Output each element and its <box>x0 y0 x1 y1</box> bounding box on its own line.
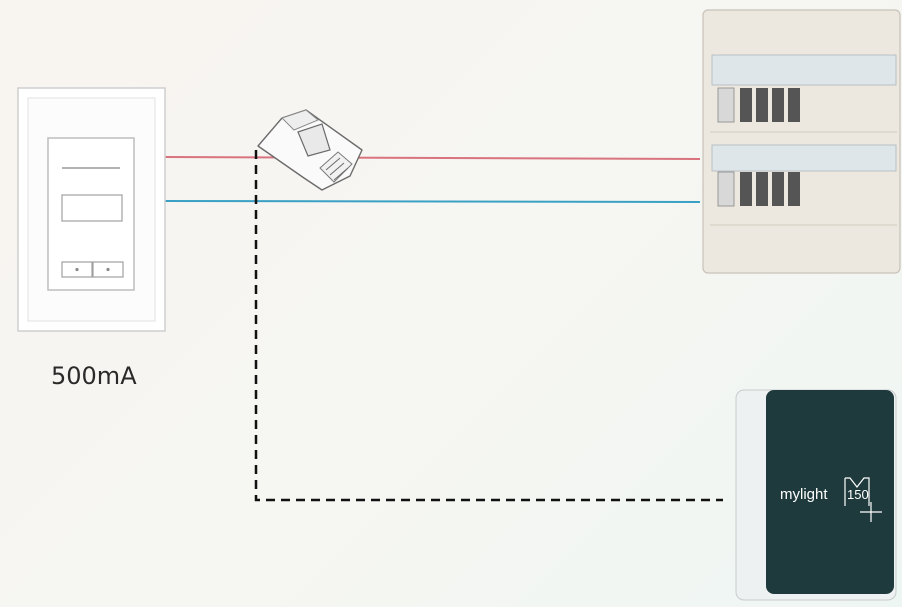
neutral-wire <box>165 201 700 202</box>
phase-wire <box>165 157 700 159</box>
energy-meter-icon <box>18 88 165 331</box>
current-clamp-icon <box>258 110 362 190</box>
meter-rating-label: 500mA <box>51 362 137 390</box>
gateway-brand-text: mylight <box>780 486 828 503</box>
mylight-gateway-icon: mylight 150 <box>736 390 896 600</box>
gateway-model-text: 150 <box>847 487 869 502</box>
electrical-panel-icon <box>703 10 900 273</box>
